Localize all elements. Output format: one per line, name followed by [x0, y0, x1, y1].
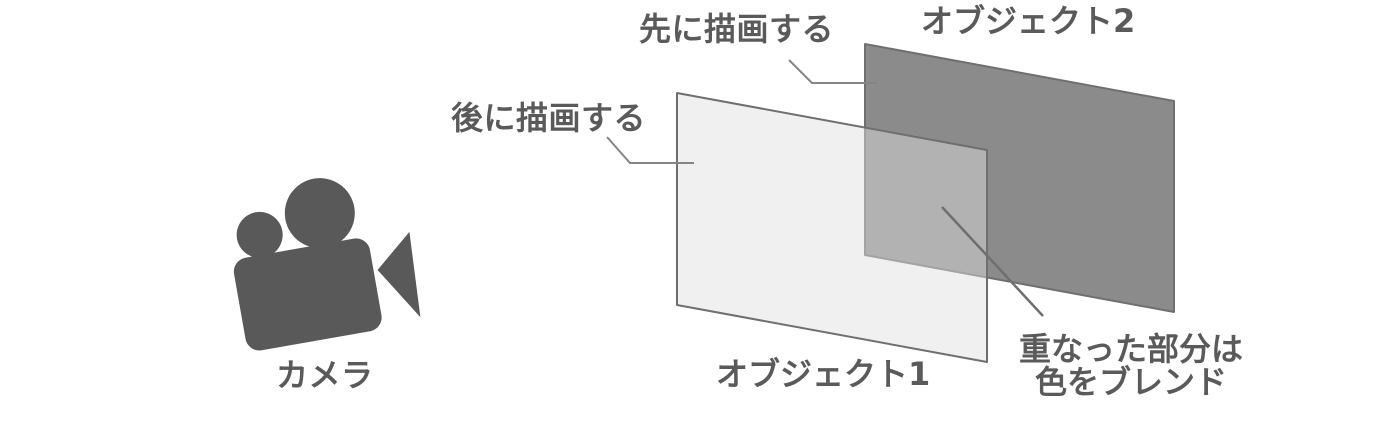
camera-lens-cone — [377, 231, 421, 318]
draw-first-leader-line — [788, 59, 877, 84]
blend-note-line2: 色をブレンド — [1034, 363, 1227, 401]
object2-plane — [864, 43, 1175, 313]
object1-plane — [676, 92, 988, 363]
blend-note-line1: 重なった部分は — [1018, 330, 1243, 368]
label-draw-first: 先に描画する — [639, 10, 835, 48]
label-object1: オブジェクト1 — [716, 355, 931, 393]
draw-later-leader-line — [606, 136, 694, 164]
label-object2: オブジェクト2 — [921, 2, 1136, 40]
camera-reel-large-icon — [284, 178, 355, 249]
camera-body — [233, 238, 382, 351]
label-draw-later: 後に描画する — [451, 99, 647, 137]
camera-reel-small-icon — [236, 211, 283, 258]
video-camera-icon — [233, 178, 421, 351]
label-camera: カメラ — [276, 356, 374, 394]
blend-leader-line — [941, 206, 1044, 317]
label-blend-note: 重なった部分は 色をブレンド — [991, 333, 1271, 399]
